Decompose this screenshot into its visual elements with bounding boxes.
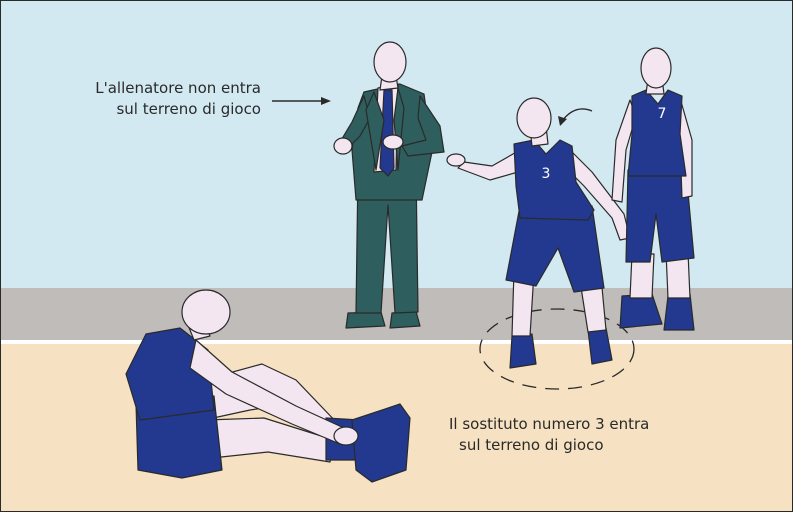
substitute-annotation-line-2: sul terreno di gioco — [459, 436, 604, 454]
coach-figure — [333, 41, 445, 329]
substitute-annotation: Il sostituto numero 3 entra sul terreno … — [449, 414, 649, 456]
entry-highlight-ellipse — [479, 308, 635, 390]
coach-annotation-line-2: sul terreno di gioco — [116, 100, 261, 118]
seated-player — [125, 289, 411, 483]
substitute-annotation-line-1: Il sostituto numero 3 entra — [449, 415, 650, 433]
jersey-number-3: 3 — [542, 166, 551, 182]
coach-pointer-arrow — [272, 97, 331, 105]
coach-annotation-line-1: L'allenatore non entra — [95, 79, 261, 97]
substitute-player-3: 3 — [446, 97, 631, 369]
entry-curved-arrow — [558, 108, 593, 126]
teammate-player-7: 7 — [611, 47, 695, 331]
coach-annotation: L'allenatore non entra sul terreno di gi… — [95, 78, 261, 120]
jersey-number-7: 7 — [658, 106, 667, 122]
